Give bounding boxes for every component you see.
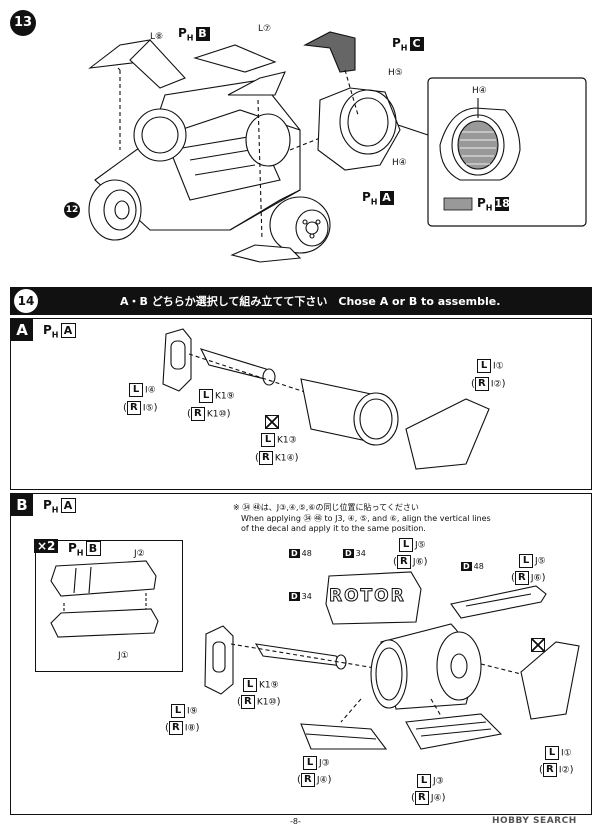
watermark: HOBBY SEARCH xyxy=(492,816,577,826)
option-a-label: A xyxy=(11,319,33,341)
crossed-box-icon-b xyxy=(531,638,545,652)
part-label-l8: L⑧ xyxy=(150,32,164,42)
inset-j2: J② xyxy=(134,549,145,559)
option-b-note-jp: ※ ㉞ ㊽は、J③,④,⑤,⑥の同じ位置に貼ってください xyxy=(233,503,419,512)
step-14-instruction: A・B どちらか選択して組み立てて下さい Chose A or B to ass… xyxy=(120,295,501,308)
rotor-decal-text: ROTOR xyxy=(329,586,406,607)
sub-step-12-marker: 12 xyxy=(64,202,80,218)
inset-multiplier: ×2 xyxy=(34,539,59,553)
inset-illustration xyxy=(50,560,159,638)
inset-j1: J① xyxy=(118,651,129,661)
part-label-h4: H④ xyxy=(392,158,407,168)
crossed-box-icon xyxy=(265,415,279,429)
option-b-note-en-2: of the decal and apply it to the same po… xyxy=(241,524,426,533)
page-number: -8- xyxy=(290,817,301,826)
step-13-illustration xyxy=(88,31,587,263)
step-14-number: 14 xyxy=(14,289,38,313)
step-13-section: 13 xyxy=(0,0,600,283)
step-14-header: 14 A・B どちらか選択して組み立てて下さい Chose A or B to … xyxy=(10,287,592,315)
option-a-illustration xyxy=(162,328,490,470)
option-b-illustration xyxy=(204,571,580,750)
option-b-label: B xyxy=(11,494,33,516)
step-13-number: 13 xyxy=(10,10,36,36)
part-label-h5: H⑤ xyxy=(388,68,403,78)
part-label-h4-detail: H④ xyxy=(472,86,487,96)
part-label-l7: L⑦ xyxy=(258,24,272,34)
option-b-note-en-1: When applying ㉞ ㊽ to J3, ④, ⑤, and ⑥, al… xyxy=(241,514,491,523)
